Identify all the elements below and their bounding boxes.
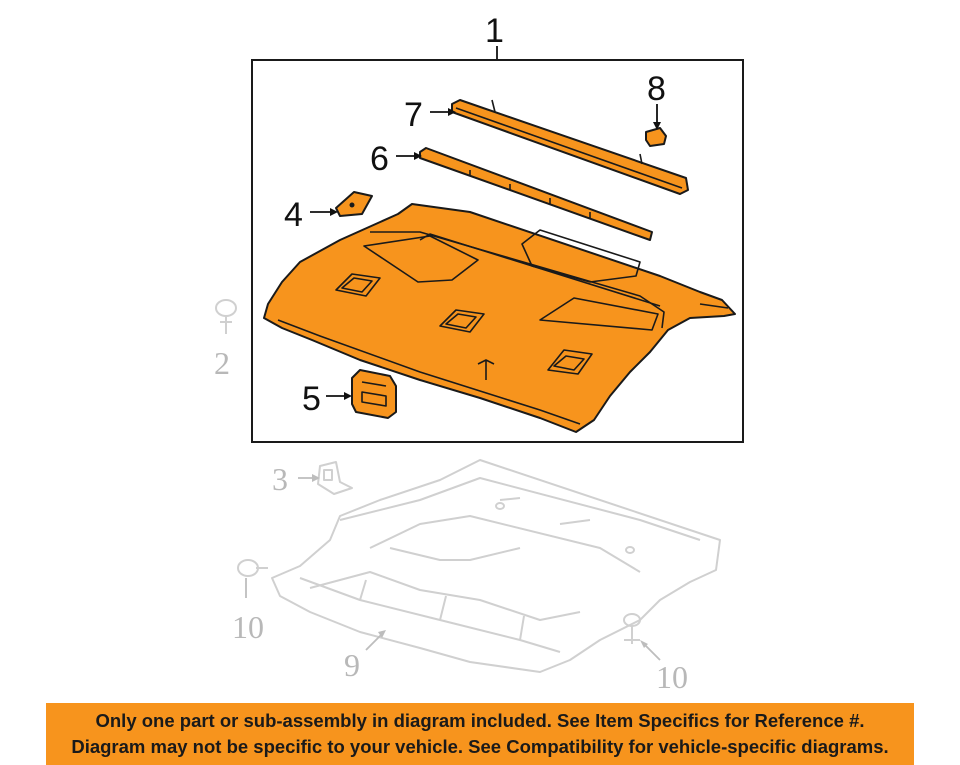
- part-10-pin-right: [623, 613, 641, 644]
- part-5-bracket: [351, 369, 397, 419]
- leader-3: [298, 474, 320, 482]
- callout-6: 6: [370, 140, 389, 178]
- callout-1: 1: [485, 12, 504, 50]
- part-4-cover: [335, 191, 373, 217]
- parts-diagram: 1: [214, 12, 744, 695]
- part-1-package-tray: [263, 203, 736, 433]
- callout-9: 9: [344, 647, 360, 683]
- callout-8: 8: [647, 70, 666, 108]
- part-8-clip: [645, 127, 667, 147]
- callout-10-left: 10: [232, 609, 264, 645]
- callout-3: 3: [272, 461, 288, 497]
- assembly-box: [251, 59, 744, 443]
- disclaimer-banner: Only one part or sub-assembly in diagram…: [46, 703, 914, 765]
- part-10-pin-left: [237, 559, 268, 598]
- leader-7: [430, 108, 456, 116]
- callout-7: 7: [404, 96, 423, 134]
- disclaimer-line-2: Diagram may not be specific to your vehi…: [71, 736, 889, 757]
- callout-4: 4: [284, 196, 303, 234]
- part-3-clip: [317, 461, 353, 495]
- leader-4: [310, 208, 338, 216]
- leader-8: [653, 104, 661, 130]
- callout-10-right: 10: [656, 659, 688, 695]
- callout-2: 2: [214, 345, 230, 381]
- part-2-pin: [215, 299, 237, 334]
- part-9-floor-panel: [271, 459, 721, 673]
- leader-9: [365, 630, 386, 651]
- leader-10-right: [640, 640, 661, 661]
- leader-6: [396, 152, 422, 160]
- leader-5: [326, 392, 352, 400]
- disclaimer-line-1: Only one part or sub-assembly in diagram…: [95, 710, 865, 731]
- callout-5: 5: [302, 380, 321, 418]
